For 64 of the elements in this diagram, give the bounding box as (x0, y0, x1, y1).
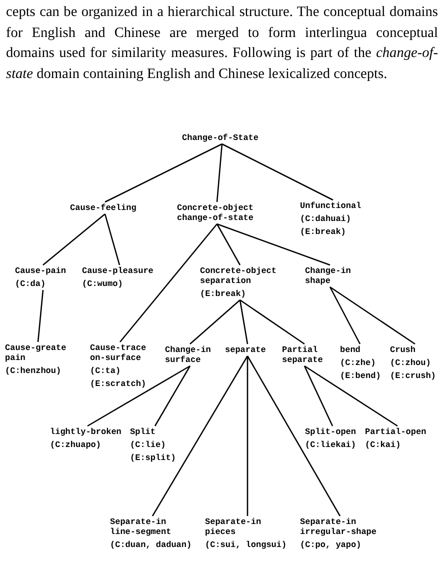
tree-line (104, 214, 120, 266)
lexical-item: (C:kai) (365, 440, 401, 450)
concept-name: Cause-trace on-surface (90, 343, 148, 363)
concept-name: Concrete-object change-of-state (177, 203, 255, 223)
concept-name: Cause-feeling (70, 203, 136, 213)
tree-line (246, 356, 341, 516)
lexical-item: (C:sui, longsui) (205, 540, 287, 550)
tree-line (329, 286, 361, 344)
tree-line (330, 286, 416, 345)
concept-name: Split (130, 427, 156, 437)
tree-line (239, 300, 248, 344)
concept-name: Unfunctional (300, 201, 362, 211)
tree-line (104, 143, 222, 203)
tree-line (222, 143, 334, 201)
lexical-item: (C:zhuapo) (50, 440, 102, 450)
lexical-item: (E:crush) (390, 371, 436, 381)
lexical-item: (E:break) (200, 289, 246, 299)
concept-name: Split-open (305, 427, 356, 437)
tree-line (216, 224, 241, 266)
lexical-item: (C:ta) (90, 366, 121, 376)
lexical-item: (E:break) (300, 227, 346, 237)
lexical-item: (C:henzhou) (5, 366, 62, 376)
concept-name: Separate-in line-segment (110, 517, 172, 537)
concept-name: Partial-open (365, 427, 426, 437)
lexical-item: (E:scratch) (90, 379, 146, 389)
lexical-item: (C:wumo) (82, 279, 123, 289)
concept-name: Cause-greate pain (5, 343, 68, 363)
lexical-item: (E:split) (130, 453, 176, 463)
tree-line (246, 356, 248, 516)
lexical-item: (C:lie) (130, 440, 166, 450)
tree-line (216, 144, 223, 202)
body-paragraph: cepts can be organized in a hierarchical structure. The conceptual domains for English and Chinese are merged to form interlingua conceptual domains used for similarity measures. Following is part of the change-of-state domain containing English and Chinese lexicalized concepts. (6, 3, 438, 84)
concept-name: Change-of-State (182, 133, 259, 143)
lexical-item: (E:bend) (340, 371, 380, 381)
lexical-item: (C:zhe) (340, 358, 376, 368)
concept-name: lightly-broken (50, 427, 122, 437)
concept-name: Separate-in pieces (205, 517, 262, 537)
concept-name: Cause-pain (15, 266, 66, 276)
tree-line (216, 223, 330, 266)
concept-name: Change-in surface (165, 345, 212, 365)
lexical-item: (C:zhou) (390, 358, 431, 368)
lexical-item: (C:po, yapo) (300, 540, 362, 550)
tree-line (42, 214, 106, 266)
tree-line (152, 356, 248, 516)
concept-name: Concrete-object separation (200, 266, 278, 286)
concept-name: Cause-pleasure (82, 266, 154, 276)
tree-line (304, 366, 334, 426)
lexical-item: (C:liekai) (305, 440, 356, 450)
tree-line (120, 224, 218, 342)
tree-line (240, 299, 305, 345)
concept-name: Partial separate (282, 345, 324, 365)
tree-line (190, 300, 240, 344)
lexical-item: (C:dahuai) (300, 214, 352, 224)
lexical-item: (C:da) (15, 279, 46, 289)
concept-name: Separate-in irregular-shape (300, 517, 378, 537)
concept-name: Change-in shape (305, 266, 352, 286)
tree-line (154, 366, 191, 426)
concept-name: Crush (390, 345, 416, 355)
lexical-item: (C:duan, daduan) (110, 540, 192, 550)
concept-name: bend (340, 345, 360, 355)
tree-line (37, 290, 44, 342)
tree-line (87, 365, 190, 427)
concept-name: separate (225, 345, 266, 355)
tree-line (304, 365, 398, 427)
